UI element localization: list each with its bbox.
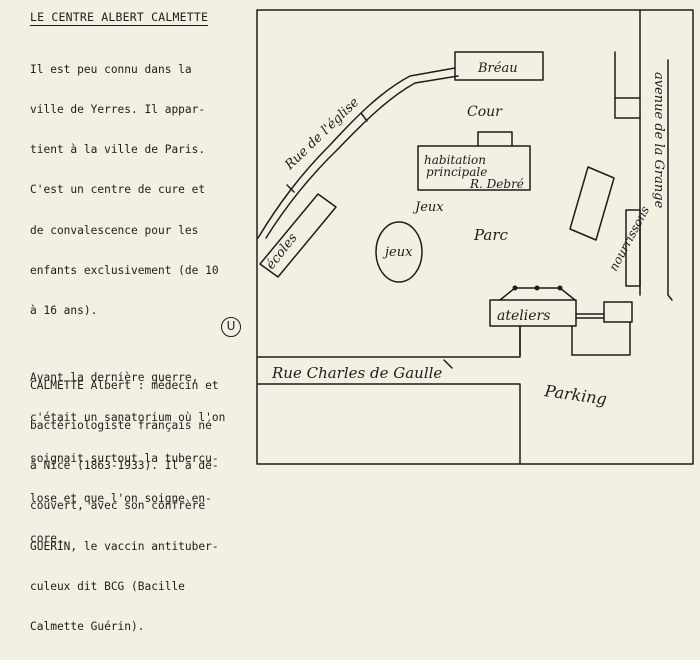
text-line: GUERIN, le vaccin antituber-: [30, 539, 219, 553]
ateliers-building: [489, 299, 577, 327]
road-tick: [360, 112, 368, 122]
text-line: bactériologiste français né: [30, 419, 212, 433]
text-line: de convalescence pour les: [30, 223, 199, 237]
breau-label: Bréau: [477, 61, 518, 76]
jeux-circle-label: jeux: [382, 245, 413, 260]
text-line: CALMETTE Albert : médecin et: [30, 378, 219, 392]
text-line: à 16 ans).: [30, 304, 98, 318]
text-line: Avant la dernière guerre,: [30, 371, 199, 385]
habitation-label-2: principale: [426, 165, 487, 179]
page-title: LE CENTRE ALBERT CALMETTE: [30, 10, 209, 26]
jeux-circle: [375, 221, 423, 283]
text-line: Il est peu connu dans la: [30, 62, 192, 76]
ecoles-building: [259, 193, 337, 278]
shed-building: [603, 301, 633, 323]
rue-gaulle-bottom-line: [257, 383, 521, 465]
cour-label: Cour: [467, 104, 503, 120]
post-dot: [512, 285, 518, 291]
parking-boundary: [571, 321, 631, 356]
page: LE CENTRE ALBERT CALMETTE Il est peu con…: [30, 9, 694, 633]
post-dot: [557, 285, 563, 291]
habitation-building: [417, 145, 531, 191]
u-logo-icon: U: [221, 317, 241, 337]
road-tick: [443, 359, 453, 369]
building-right-top: [614, 51, 641, 119]
text-line: c'était un sanatorium où l'on: [30, 411, 226, 425]
text-line: à Nice (1863-1933). Il a dé-: [30, 459, 219, 473]
habitation-annex: [477, 131, 513, 147]
rue-gaulle-label: Rue Charles de Gaulle: [271, 364, 442, 382]
post-dot: [534, 285, 540, 291]
avenue-outer-line: [667, 59, 673, 301]
text-line: Calmette Guérin).: [30, 620, 145, 634]
site-map: Rue de l'église Bréau avenue de la Grang…: [256, 9, 694, 465]
intro-paragraph: Il est peu connu dans la ville de Yerres…: [30, 36, 250, 344]
rue-eglise-line: [257, 67, 456, 239]
avenue-grange-label: avenue de la Grange: [651, 72, 666, 209]
rue-eglise-inner-line: [265, 75, 459, 239]
text-line: tient à la ville de Paris.: [30, 143, 206, 157]
habitation-label-1: habitation: [424, 153, 486, 167]
nourrissons-building: [625, 209, 641, 287]
text-line: couvert, avec son confrère: [30, 499, 206, 513]
parking-label: Parking: [542, 381, 608, 409]
text-line: soignait surtout la tubercu-: [30, 451, 219, 465]
slanted-building: [569, 166, 615, 241]
text-line: enfants exclusivement (de 10: [30, 263, 219, 277]
nourrissons-label: nourrissons: [606, 204, 652, 274]
road-tick: [286, 184, 295, 193]
parc-label: Parc: [473, 226, 509, 244]
text-line: ville de Yerres. Il appar-: [30, 103, 206, 117]
map-frame: [256, 9, 694, 465]
text-line: culeux dit BCG (Bacille: [30, 579, 185, 593]
rue-eglise-label: Rue de l'église: [282, 95, 363, 174]
habitation-label-3: R. Debré: [469, 177, 524, 191]
ateliers-label: ateliers: [497, 308, 550, 324]
rue-gaulle-top-line: [257, 325, 521, 358]
breau-building: [454, 51, 544, 81]
jeux-label: Jeux: [412, 200, 444, 215]
text-line: C'est un centre de cure et: [30, 183, 206, 197]
